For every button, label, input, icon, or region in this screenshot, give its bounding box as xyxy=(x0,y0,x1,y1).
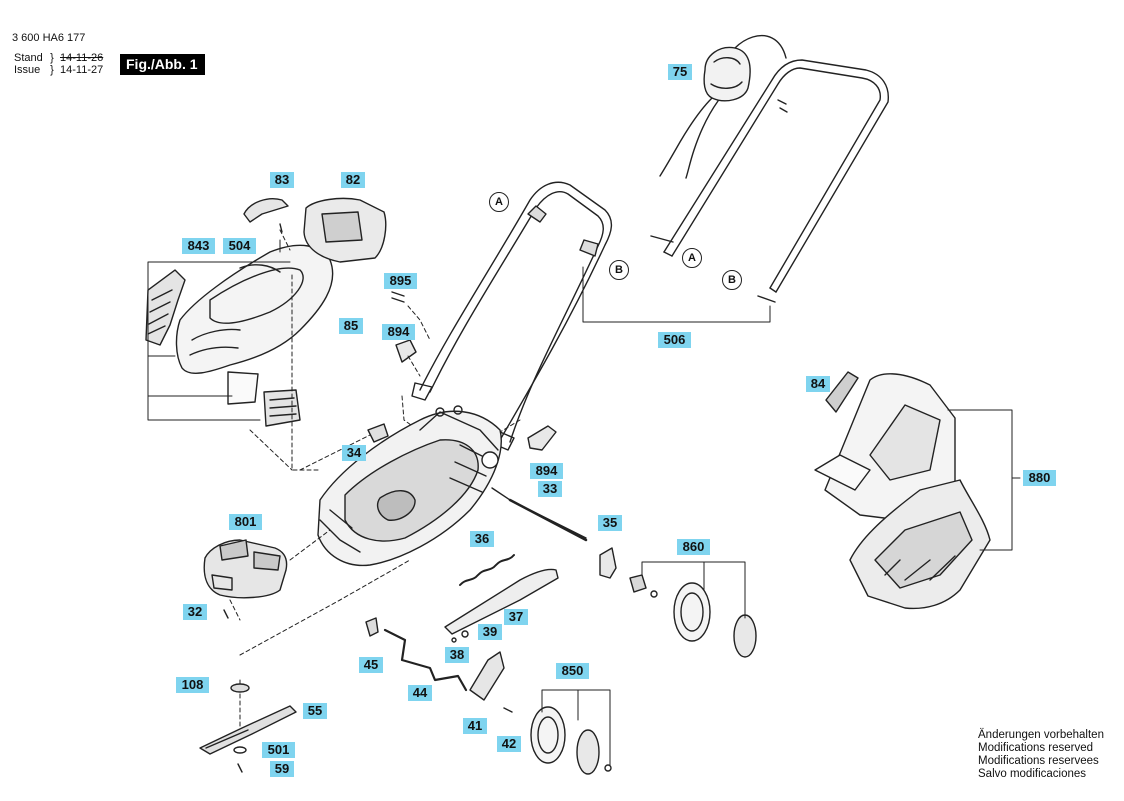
part-tag-44: 44 xyxy=(408,685,432,701)
part-tag-506: 506 xyxy=(658,332,691,348)
part-tag-83: 83 xyxy=(270,172,294,188)
part-tag-84: 84 xyxy=(806,376,830,392)
part-tag-42: 42 xyxy=(497,736,521,752)
part-tag-59: 59 xyxy=(270,761,294,777)
part-tag-85: 85 xyxy=(339,318,363,334)
callout-a-right: A xyxy=(682,248,702,268)
lower-handle-part xyxy=(411,181,613,451)
modifications-es: Salvo modificaciones xyxy=(978,768,1087,780)
modifications-de: Änderungen vorbehalten xyxy=(978,729,1104,741)
part-tag-38: 38 xyxy=(445,647,469,663)
part-tag-504: 504 xyxy=(223,238,256,254)
part-tag-37: 37 xyxy=(504,609,528,625)
deck-part xyxy=(317,405,502,567)
part-tag-850: 850 xyxy=(556,663,589,679)
document-number: 3 600 HA6 177 xyxy=(12,32,86,44)
issue-date: 14-11-27 xyxy=(60,64,104,76)
motor-part xyxy=(203,539,288,599)
issue-label: Issue xyxy=(14,64,41,76)
stand-date: 14-11-26 xyxy=(60,52,104,64)
switch-box-part xyxy=(659,34,788,179)
part-tag-41: 41 xyxy=(463,718,487,734)
part-tag-894-upper: 894 xyxy=(382,324,415,340)
grass-box-part xyxy=(814,371,991,610)
part-tag-55: 55 xyxy=(303,703,327,719)
modifications-en: Modifications reserved xyxy=(978,742,1094,754)
part-tag-35: 35 xyxy=(598,515,622,531)
revision-block: Stand } 14-11-26 Issue } 14-11-27 xyxy=(14,52,104,76)
clamp-lever-part xyxy=(391,291,557,451)
rear-wheel-part xyxy=(629,574,757,658)
part-tag-34: 34 xyxy=(342,445,366,461)
callout-a-left: A xyxy=(489,192,509,212)
part-tag-880: 880 xyxy=(1023,470,1056,486)
part-tag-801: 801 xyxy=(229,514,262,530)
blade-part xyxy=(199,705,297,755)
part-tag-75: 75 xyxy=(668,64,692,80)
part-tag-45: 45 xyxy=(359,657,383,673)
part-tag-39: 39 xyxy=(478,624,502,640)
part-tag-895: 895 xyxy=(384,273,417,289)
front-wheel-part xyxy=(530,706,612,775)
callout-b-right: B xyxy=(722,270,742,290)
part-tag-894-lower: 894 xyxy=(530,463,563,479)
modifications-fr: Modifications reservees xyxy=(978,755,1099,767)
part-tag-82: 82 xyxy=(341,172,365,188)
upper-handle-part xyxy=(650,59,889,303)
part-tag-33: 33 xyxy=(538,481,562,497)
part-tag-501: 501 xyxy=(262,742,295,758)
part-tag-860: 860 xyxy=(677,539,710,555)
modifications-note: Änderungen vorbehalten Modifications res… xyxy=(978,729,1104,781)
figure-label: Fig./Abb. 1 xyxy=(120,54,205,75)
part-tag-32: 32 xyxy=(183,604,207,620)
part-tag-36: 36 xyxy=(470,531,494,547)
part-tag-108: 108 xyxy=(176,677,209,693)
housing-cover-part xyxy=(145,244,334,427)
part-tag-843: 843 xyxy=(182,238,215,254)
stand-label: Stand xyxy=(14,52,43,64)
callout-b-left: B xyxy=(609,260,629,280)
